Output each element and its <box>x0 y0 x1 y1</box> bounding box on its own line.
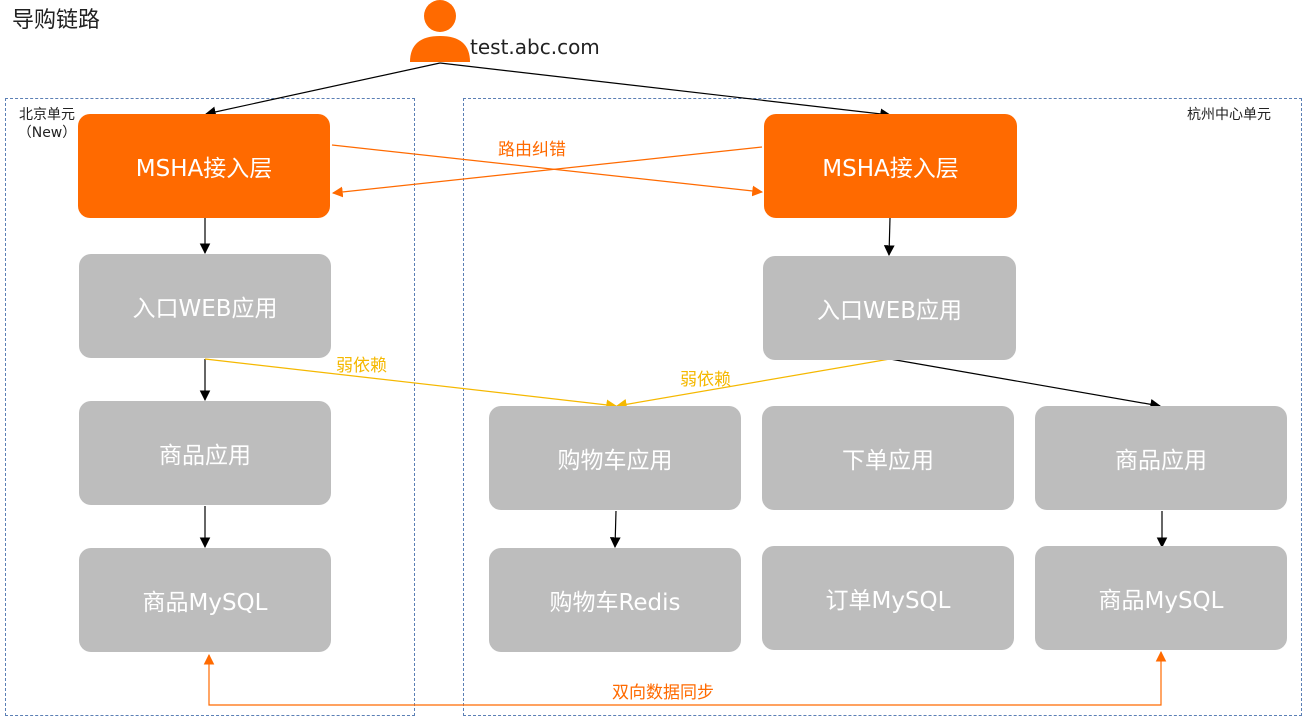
diagram-title: 导购链路 <box>12 8 101 33</box>
bj-entry-web-app: 入口WEB应用 <box>79 254 331 358</box>
edge-user-to-hz-msha <box>439 62 892 120</box>
hz-entry-web-app: 入口WEB应用 <box>763 256 1016 360</box>
edge-route-bj-to-hz <box>331 144 764 197</box>
weak-dependency-label-hz: 弱依赖 <box>680 370 731 390</box>
bj-goods-mysql: 商品MySQL <box>79 548 331 652</box>
edge-hz-cart-to-redis <box>609 510 621 549</box>
hz-order-app: 下单应用 <box>762 406 1014 510</box>
edge-hz-web-to-goods <box>889 358 1162 410</box>
beijing-region-note: （New） <box>17 125 77 141</box>
user-domain-label: test.abc.com <box>470 35 600 59</box>
edge-weak-hz-web-to-cart <box>615 358 891 410</box>
edge-weak-bj-web-to-cart <box>204 358 618 411</box>
weak-dependency-label-bj: 弱依赖 <box>336 356 387 376</box>
beijing-region-name: 北京单元 <box>19 107 75 123</box>
hangzhou-region <box>463 98 1302 716</box>
bj-goods-app: 商品应用 <box>79 401 331 505</box>
edge-hz-msha-to-web <box>883 217 895 257</box>
bj-msha-access-layer: MSHA接入层 <box>78 114 330 218</box>
person-icon <box>410 0 470 62</box>
bidirectional-sync-label: 双向数据同步 <box>612 683 714 703</box>
hz-goods-mysql: 商品MySQL <box>1035 546 1287 650</box>
edge-route-hz-to-bj <box>331 146 763 198</box>
edge-user-to-bj-msha <box>204 62 441 118</box>
hz-order-mysql: 订单MySQL <box>762 546 1014 650</box>
hz-msha-access-layer: MSHA接入层 <box>764 114 1017 218</box>
edge-bidirectional-sync <box>203 650 1167 706</box>
beijing-region <box>5 98 415 716</box>
hangzhou-region-label: 杭州中心单元 <box>1187 107 1271 123</box>
route-correction-label: 路由纠错 <box>498 140 566 160</box>
hz-cart-redis: 购物车Redis <box>489 548 741 652</box>
hz-goods-app: 商品应用 <box>1035 406 1287 510</box>
beijing-region-label: 北京单元 （New） <box>14 106 80 142</box>
hz-cart-app: 购物车应用 <box>489 406 741 510</box>
